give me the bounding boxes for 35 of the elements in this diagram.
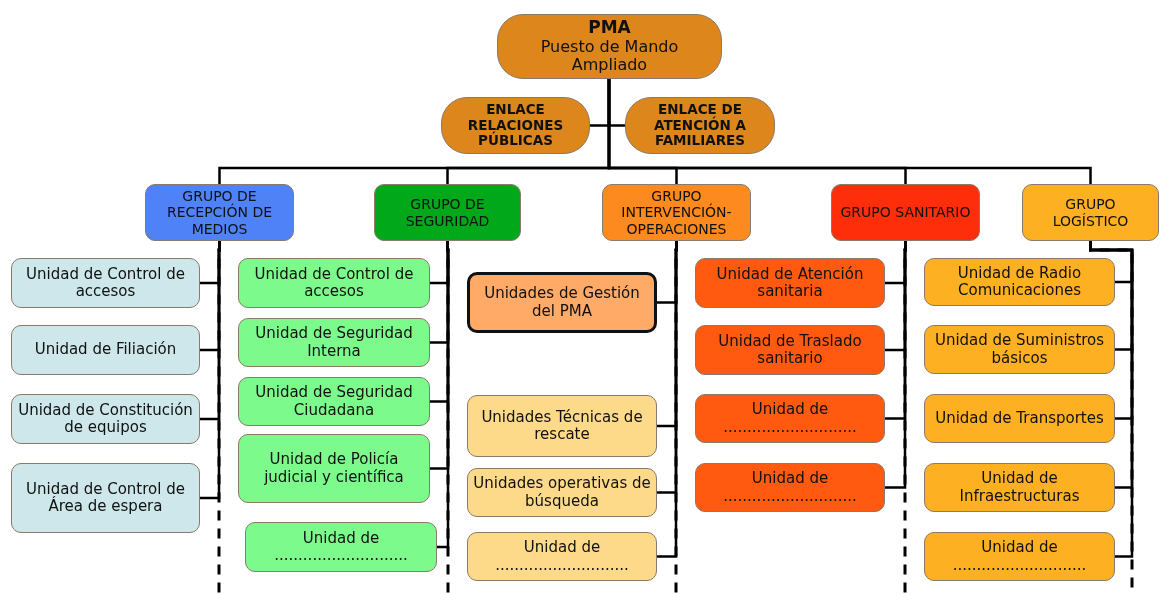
unit-box: Unidad de Control de accesos: [238, 258, 430, 308]
group-box: GRUPO DE SEGURIDAD: [374, 184, 521, 241]
unit-box: Unidad de ............................: [245, 522, 437, 572]
group-box: GRUPO SANITARIO: [831, 184, 980, 241]
unit-box: Unidades Técnicas de rescate: [467, 395, 657, 457]
unit-box: Unidades operativas de búsqueda: [467, 468, 657, 517]
unit-box: Unidad de Constitución de equipos: [11, 394, 200, 444]
unit-box: Unidad de Transportes: [924, 394, 1115, 443]
unit-box: Unidades de Gestión del PMA: [467, 272, 657, 333]
unit-box: Unidad de Atención sanitaria: [695, 258, 885, 308]
group-box: GRUPO INTERVENCIÓN-OPERACIONES: [602, 184, 751, 241]
group-box: GRUPO LOGÍSTICO: [1022, 184, 1159, 241]
liaison-box: ENLACE RELACIONES PÚBLICAS: [441, 97, 590, 154]
liaison-box: ENLACE DE ATENCIÓN A FAMILIARES: [625, 97, 775, 154]
command-post-box: PMA Puesto de Mando Ampliado: [497, 14, 722, 79]
unit-box: Unidad de Filiación: [11, 325, 200, 375]
group-box: GRUPO DE RECEPCIÓN DE MEDIOS: [145, 184, 294, 241]
unit-box: Unidad de ............................: [467, 532, 657, 581]
unit-box: Unidad de Suministros básicos: [924, 325, 1115, 374]
unit-box: Unidad de ............................: [695, 394, 885, 443]
connector-line: [437, 241, 450, 549]
unit-box: Unidad de Radio Comunicaciones: [924, 258, 1115, 306]
connector-line: [607, 79, 1092, 184]
unit-box: Unidad de Policía judicial y científica: [238, 434, 430, 503]
unit-box: Unidad de Control de Área de espera: [11, 463, 200, 533]
connector-line: [885, 241, 907, 489]
unit-box: Unidad de Control de accesos: [11, 258, 200, 308]
unit-box: Unidad de Traslado sanitario: [695, 325, 885, 375]
unit-box: Unidad de Infraestructuras: [924, 463, 1115, 512]
unit-box: Unidad de ............................: [924, 532, 1115, 581]
connector-line: [657, 241, 678, 558]
unit-box: Unidad de Seguridad Ciudadana: [238, 377, 430, 426]
connector-line: [200, 241, 221, 500]
unit-box: Unidad de ............................: [695, 463, 885, 512]
unit-box: Unidad de Seguridad Interna: [238, 318, 430, 367]
